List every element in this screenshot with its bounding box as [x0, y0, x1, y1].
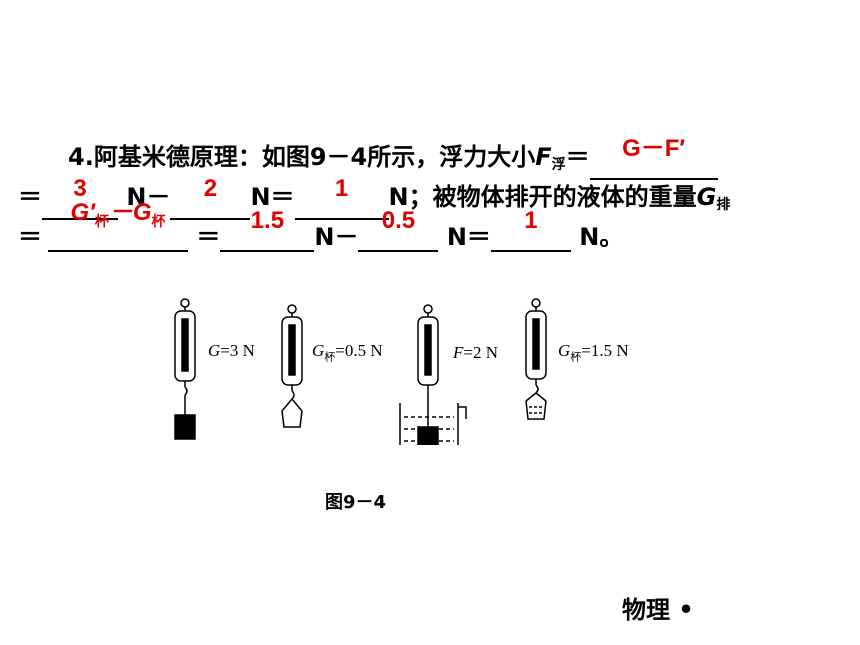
spring-scale-4 [525, 298, 547, 420]
question-intro: 阿基米德原理：如图9－4所示，浮力大小 [93, 143, 536, 171]
period: 。 [599, 223, 624, 251]
label-g-cup-sub: 杯 [324, 351, 336, 364]
spring-scale-2 [281, 304, 303, 428]
equals-sign: ＝ [196, 223, 221, 251]
spring-scale-figure [174, 298, 547, 468]
label-g-prime-symbol: G [558, 341, 571, 360]
label-g-value: =3 N [220, 341, 255, 360]
equals-sign: ＝ [565, 143, 590, 171]
equals-sign: ＝ [18, 223, 42, 251]
answer-blank-5: G′杯－G杯 [48, 199, 188, 252]
answer-4: 1 [334, 175, 349, 202]
label-g-prime-cup: G杯=1.5 N [558, 341, 629, 364]
label-f-prime: F=2 N [453, 343, 498, 363]
footer-subject: 物理 • [622, 595, 694, 624]
answer-8: 1 [524, 207, 538, 234]
label-g: G=3 N [208, 341, 255, 361]
answer-5-sub-1: 杯 [94, 213, 109, 229]
answer-5-sub-2: 杯 [151, 213, 166, 229]
figure-9-4: G=3 N G杯=0.5 N F=2 N G杯=1.5 N [160, 295, 660, 468]
answer-6: 1.5 [250, 207, 285, 234]
answer-5-minus-g: －G [108, 199, 152, 227]
unit-n: N [126, 183, 147, 211]
answer-blank-6: 1.5 [220, 207, 315, 252]
unit-n: N [388, 183, 409, 211]
answer-blank-7: 0.5 [358, 207, 439, 252]
answer-3: 2 [203, 175, 218, 202]
label-g-cup-symbol: G [312, 341, 325, 360]
answer-blank-1: G－F′ [589, 135, 718, 180]
question-line-1: 4.阿基米德原理：如图9－4所示，浮力大小F浮＝ G－F′ [18, 135, 718, 180]
figure-caption: 图9－4 [325, 492, 387, 513]
answer-2: 3 [73, 175, 87, 202]
f-symbol: F [535, 143, 552, 171]
question-number: 4. [68, 143, 94, 171]
answer-blank-8: 1 [490, 207, 571, 252]
spring-scale-1 [174, 298, 196, 440]
label-g-cup: G杯=0.5 N [312, 341, 383, 364]
label-f-value: =2 N [463, 343, 499, 362]
answer-1: G－F′ [622, 135, 686, 162]
question-text-2: ；被物体排开的液体的重量 [408, 183, 697, 211]
minus-sign: － [334, 223, 359, 251]
answer-5: G′杯－G杯 [48, 198, 188, 236]
answer-blank-2: 3 [42, 175, 118, 220]
unit-n: N [250, 183, 271, 211]
label-g-symbol: G [208, 341, 221, 360]
label-g-prime-value: =1.5 N [581, 341, 629, 360]
g-subscript: 排 [716, 197, 731, 213]
minus-sign: － [146, 183, 171, 211]
answer-blank-4: 1 [294, 175, 389, 220]
unit-n: N [446, 223, 467, 251]
answer-blank-3: 2 [170, 175, 251, 220]
f-subscript: 浮 [551, 157, 566, 173]
unit-n: N [314, 223, 335, 251]
label-f-symbol: F [453, 343, 464, 362]
equals-sign: ＝ [270, 183, 295, 211]
answer-7: 0.5 [381, 207, 416, 234]
equals-sign: ＝ [18, 183, 42, 211]
answer-5-g-prime: G′ [70, 199, 95, 227]
unit-n: N [579, 223, 600, 251]
label-g-prime-sub: 杯 [570, 351, 582, 364]
spring-scale-3 [399, 304, 481, 468]
equals-sign: ＝ [466, 223, 491, 251]
g-symbol: G [696, 183, 717, 211]
label-g-cup-value: =0.5 N [335, 341, 383, 360]
